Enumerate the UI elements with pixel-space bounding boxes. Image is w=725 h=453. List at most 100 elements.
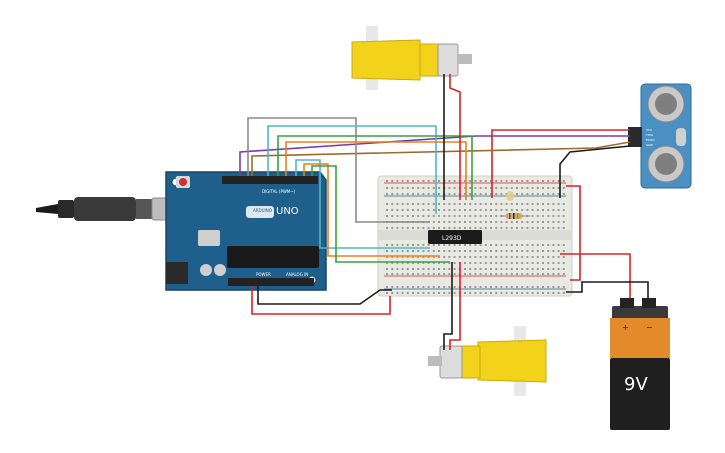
breadboard-hole bbox=[479, 180, 482, 182]
breadboard-hole bbox=[521, 180, 524, 182]
breadboard-hole bbox=[495, 292, 498, 294]
breadboard-hole bbox=[401, 250, 404, 252]
breadboard-hole bbox=[542, 215, 544, 217]
breadboard-hole bbox=[464, 256, 466, 258]
breadboard-hole bbox=[490, 193, 492, 195]
breadboard-hole bbox=[432, 256, 435, 258]
breadboard-hole bbox=[438, 221, 440, 223]
breadboard-hole bbox=[464, 180, 466, 182]
breadboard-hole bbox=[469, 227, 472, 229]
battery-minus-label: − bbox=[646, 323, 653, 332]
breadboard-hole bbox=[443, 227, 446, 229]
breadboard-hole bbox=[432, 273, 435, 275]
breadboard-hole bbox=[484, 262, 487, 264]
breadboard-hole bbox=[484, 268, 487, 270]
breadboard-hole bbox=[552, 180, 555, 182]
breadboard-hole bbox=[516, 209, 518, 211]
breadboard-hole bbox=[557, 187, 560, 189]
breadboard-hole bbox=[406, 250, 409, 252]
breadboard-hole bbox=[516, 193, 518, 195]
breadboard-hole bbox=[474, 273, 477, 275]
breadboard-hole bbox=[505, 180, 508, 182]
breadboard-hole bbox=[510, 244, 513, 246]
breadboard-hole bbox=[490, 268, 492, 270]
resistor bbox=[500, 213, 530, 219]
breadboard-hole bbox=[386, 273, 388, 275]
breadboard-hole bbox=[401, 215, 404, 217]
breadboard-hole bbox=[386, 268, 388, 270]
breadboard-hole bbox=[547, 273, 550, 275]
breadboard-hole bbox=[474, 215, 477, 217]
breadboard-hole bbox=[510, 180, 513, 182]
breadboard-hole bbox=[396, 187, 399, 189]
breadboard-hole bbox=[443, 209, 446, 211]
breadboard-hole bbox=[464, 262, 466, 264]
breadboard-hole bbox=[521, 250, 524, 252]
dc-motor-bottom bbox=[428, 326, 547, 396]
breadboard-hole bbox=[453, 244, 456, 246]
breadboard-hole bbox=[500, 221, 503, 223]
breadboard-hole bbox=[458, 244, 461, 246]
breadboard-hole bbox=[531, 273, 534, 275]
breadboard-hole bbox=[531, 180, 534, 182]
breadboard-hole bbox=[542, 286, 544, 288]
breadboard-hole bbox=[438, 244, 440, 246]
breadboard-hole bbox=[417, 215, 420, 217]
breadboard-hole bbox=[536, 203, 539, 205]
breadboard-hole bbox=[396, 256, 399, 258]
breadboard-hole bbox=[427, 180, 430, 182]
breadboard-hole bbox=[557, 180, 560, 182]
breadboard-hole bbox=[474, 203, 477, 205]
breadboard-hole bbox=[484, 273, 487, 275]
breadboard-hole bbox=[412, 268, 414, 270]
breadboard-hole bbox=[427, 227, 430, 229]
breadboard-hole bbox=[448, 187, 451, 189]
breadboard-hole bbox=[552, 221, 555, 223]
breadboard-hole bbox=[510, 268, 513, 270]
breadboard-hole bbox=[484, 215, 487, 217]
breadboard-hole bbox=[406, 187, 409, 189]
breadboard-hole bbox=[422, 209, 425, 211]
breadboard-hole bbox=[495, 273, 498, 275]
wire-arduino-gnd bbox=[257, 286, 392, 305]
l293d-label: L293D bbox=[442, 235, 462, 242]
breadboard-hole bbox=[417, 292, 420, 294]
breadboard-hole bbox=[495, 262, 498, 264]
breadboard-hole bbox=[490, 209, 492, 211]
wire-rail-red bbox=[566, 185, 581, 281]
breadboard-hole bbox=[401, 273, 404, 275]
breadboard-hole bbox=[490, 221, 492, 223]
breadboard-hole bbox=[490, 262, 492, 264]
breadboard-hole bbox=[510, 187, 513, 189]
breadboard-hole bbox=[495, 256, 498, 258]
breadboard-hole bbox=[542, 203, 544, 205]
breadboard-hole bbox=[396, 250, 399, 252]
breadboard-hole bbox=[542, 273, 544, 275]
breadboard-hole bbox=[505, 203, 508, 205]
breadboard-hole bbox=[443, 286, 446, 288]
breadboard-hole bbox=[505, 262, 508, 264]
breadboard-hole bbox=[412, 209, 414, 211]
breadboard-hole bbox=[453, 180, 456, 182]
breadboard-hole bbox=[490, 286, 492, 288]
breadboard-hole bbox=[474, 244, 477, 246]
breadboard-hole bbox=[526, 221, 529, 223]
breadboard-hole bbox=[562, 256, 565, 258]
breadboard-hole bbox=[484, 286, 487, 288]
breadboard-hole bbox=[547, 227, 550, 229]
breadboard-hole bbox=[510, 209, 513, 211]
breadboard-hole bbox=[391, 187, 394, 189]
breadboard-hole bbox=[531, 209, 534, 211]
breadboard-hole bbox=[474, 250, 477, 252]
breadboard-hole bbox=[386, 215, 388, 217]
breadboard-hole bbox=[500, 193, 503, 195]
breadboard-hole bbox=[542, 227, 544, 229]
breadboard-hole bbox=[526, 187, 529, 189]
breadboard-hole bbox=[427, 262, 430, 264]
breadboard-hole bbox=[432, 215, 435, 217]
breadboard-hole bbox=[562, 193, 565, 195]
breadboard-hole bbox=[484, 256, 487, 258]
breadboard-hole bbox=[510, 256, 513, 258]
breadboard-hole bbox=[438, 227, 440, 229]
breadboard-hole bbox=[542, 250, 544, 252]
